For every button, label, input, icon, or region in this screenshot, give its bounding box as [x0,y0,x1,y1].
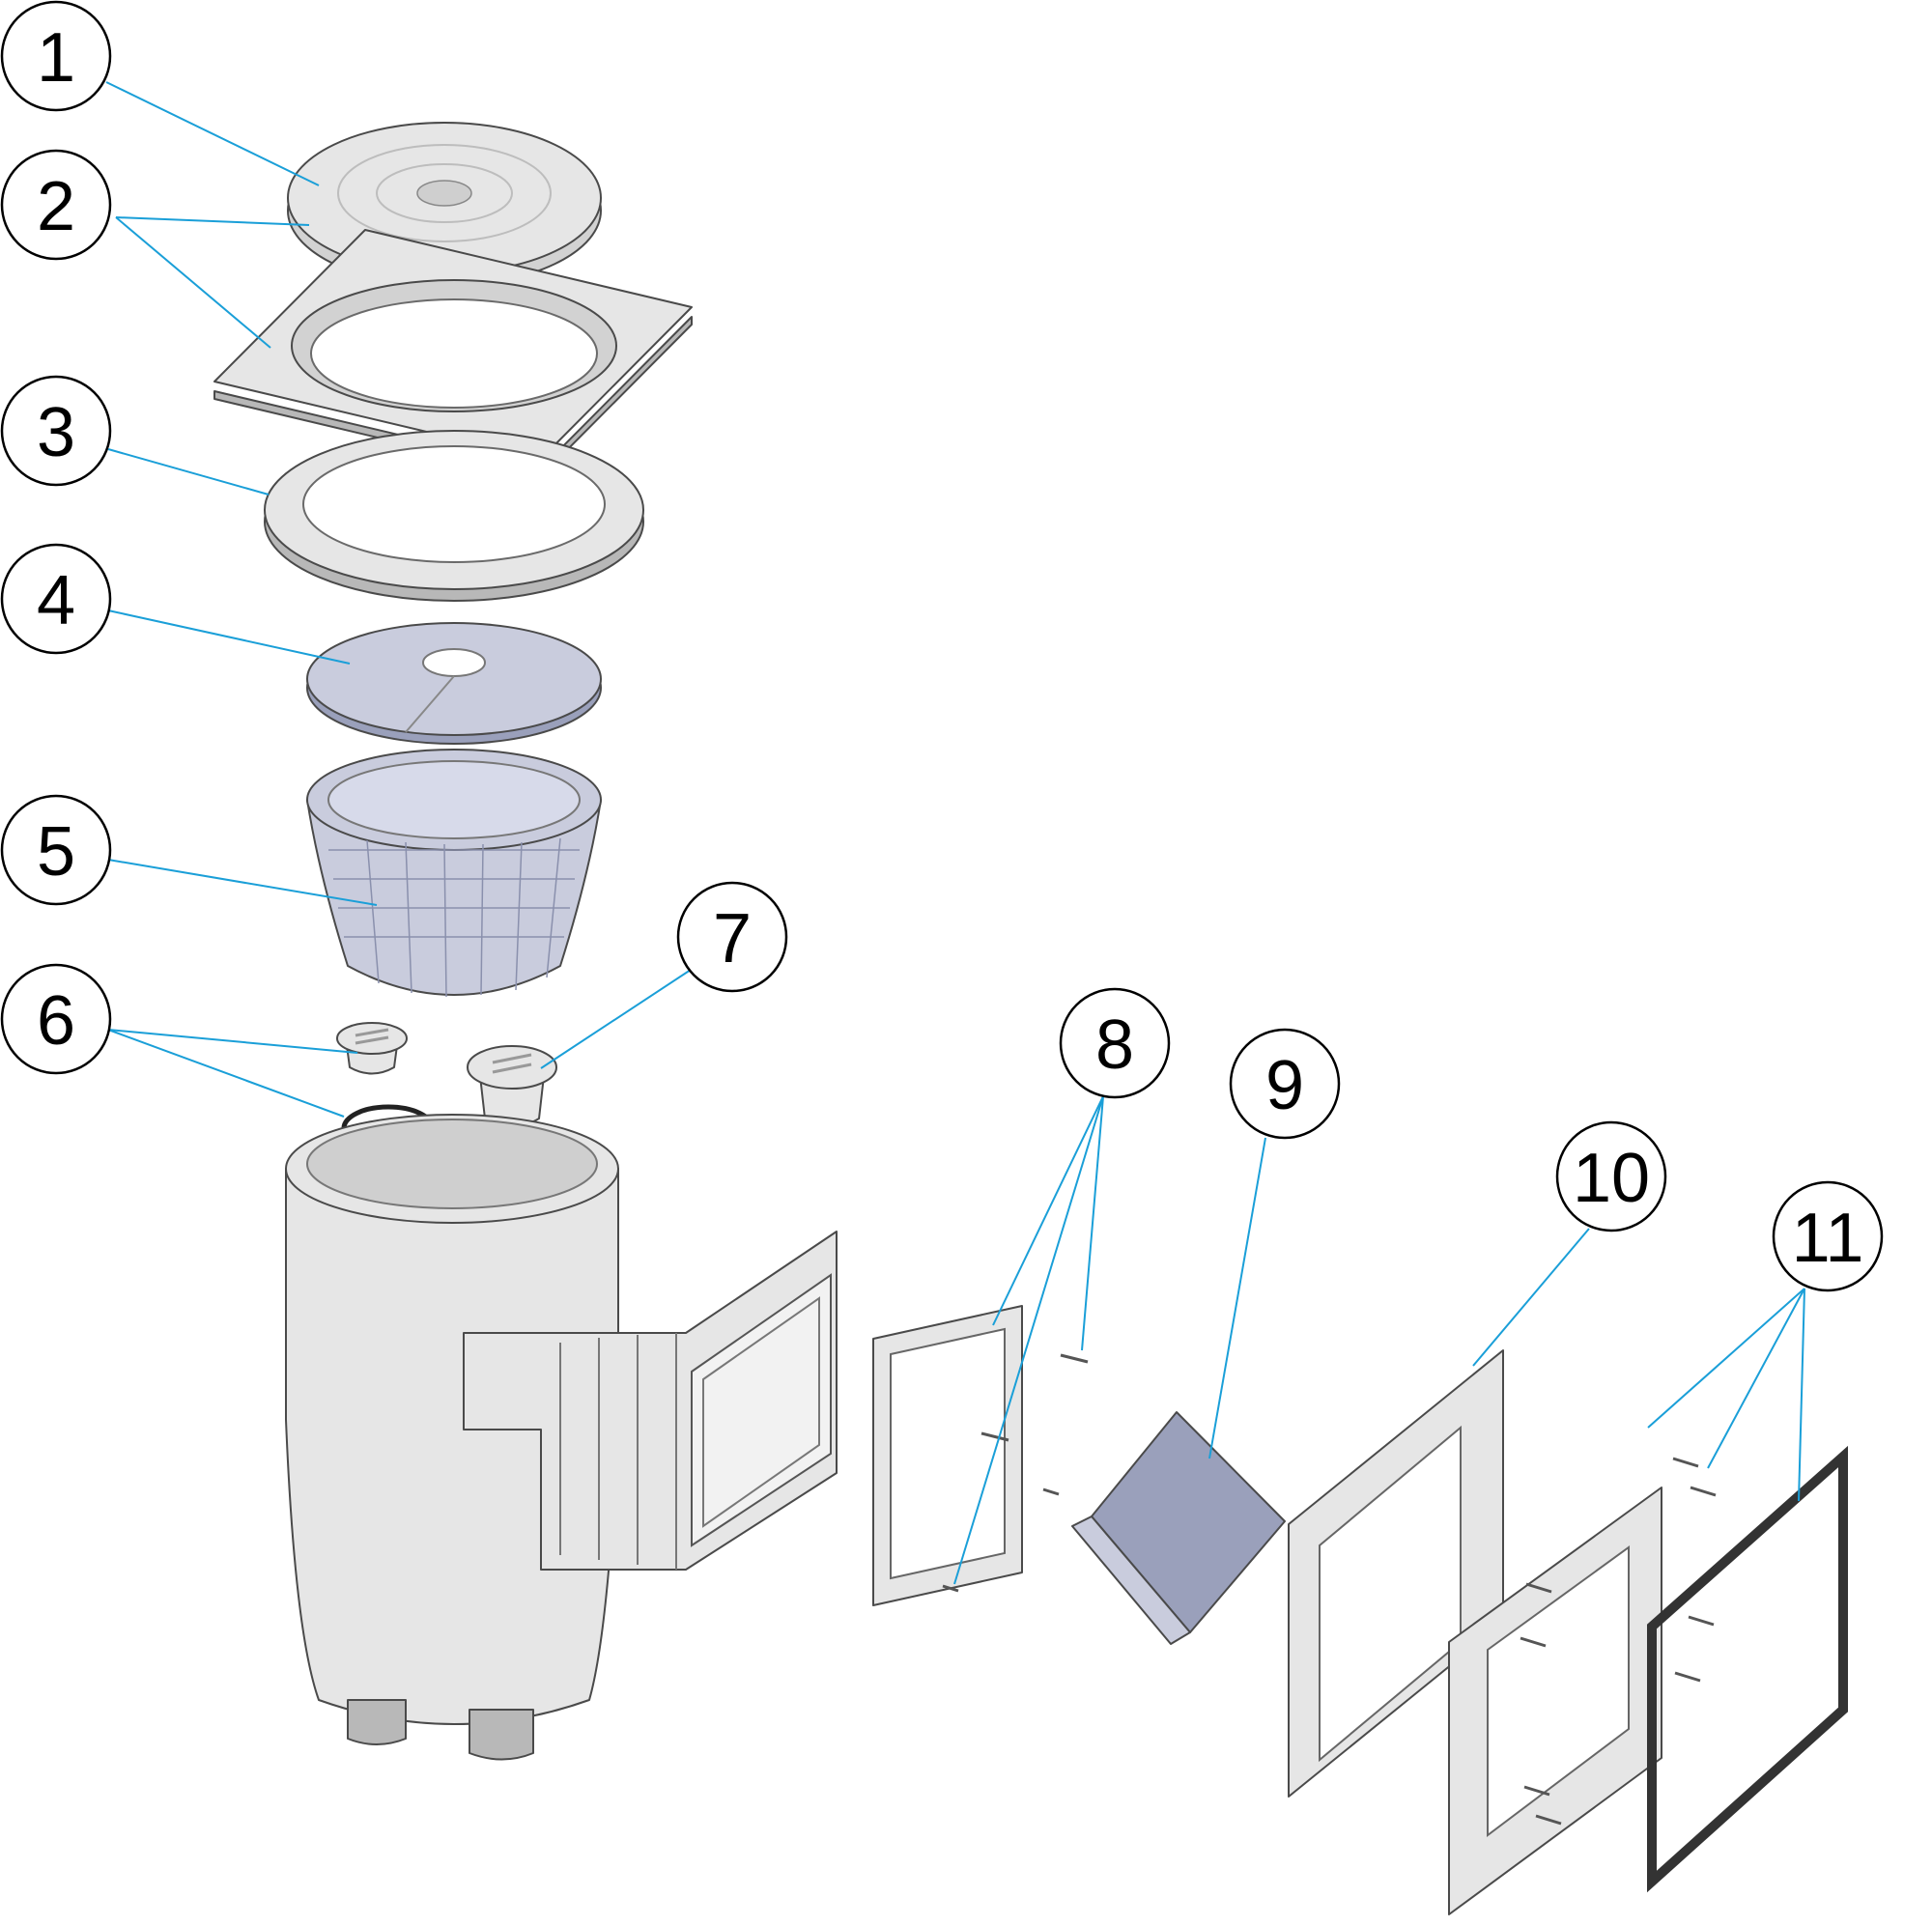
callout-6: 6 [0,963,112,1075]
callout-4: 4 [0,543,112,655]
leader-2b [115,216,271,349]
callout-10: 10 [1555,1120,1667,1232]
part-plug-large [467,1045,557,1128]
leader-6a [107,1029,358,1054]
leader-11c [1798,1288,1805,1502]
callout-2-label: 2 [37,168,75,245]
part-inner-frame [872,1305,1089,1606]
leader-4 [107,609,351,665]
callout-1-label: 1 [37,19,75,97]
leader-11a [1647,1288,1805,1429]
callout-6-label: 6 [37,982,75,1060]
leader-1 [105,81,320,186]
part-basket [306,749,602,998]
leader-5 [107,859,378,906]
part-face-frame [1288,1349,1662,1915]
leader-lines [105,81,1805,1585]
leader-2a [115,216,310,226]
callout-3-label: 3 [37,394,75,471]
callout-5-label: 5 [37,813,75,891]
leader-11b [1707,1288,1805,1469]
callout-11-label: 11 [1792,1200,1864,1277]
leader-10 [1472,1228,1590,1367]
leader-8a [992,1095,1104,1326]
callout-9: 9 [1229,1028,1341,1140]
callout-9-label: 9 [1265,1047,1304,1124]
part-plug-and-oring [336,1022,436,1152]
part-square-frame [213,229,693,477]
part-float-disc [306,622,602,745]
part-ring [264,430,644,602]
callout-8-label: 8 [1095,1006,1134,1084]
callout-7: 7 [676,881,788,993]
callout-5: 5 [0,794,112,906]
callout-11: 11 [1772,1180,1884,1292]
part-gasket [1520,1445,1848,1893]
callout-2: 2 [0,149,112,261]
callout-8: 8 [1059,987,1171,1099]
leader-9 [1208,1137,1266,1459]
callout-10-label: 10 [1573,1140,1650,1217]
part-weir-flap [1071,1411,1286,1645]
leader-3 [107,448,270,496]
leader-8b [1081,1095,1104,1351]
part-skimmer-body [285,1114,838,1761]
leader-6b [107,1029,345,1118]
callout-4-label: 4 [37,562,75,639]
callout-3: 3 [0,375,112,487]
leader-8c [953,1095,1104,1585]
callout-1: 1 [0,0,112,112]
leader-7 [540,969,692,1069]
callout-7-label: 7 [713,900,752,977]
